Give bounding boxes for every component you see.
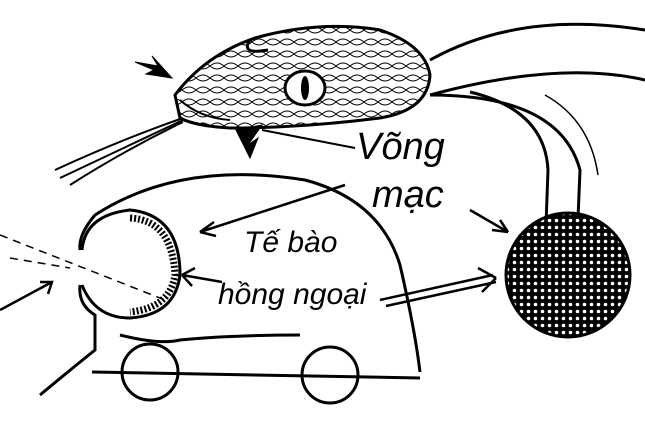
retina-label-line2: mạc — [372, 176, 444, 214]
snake-body — [430, 24, 645, 225]
wheels — [92, 344, 420, 403]
retina-cell-cluster — [506, 213, 630, 337]
infrared-cell-label-line2: hồng ngoại — [218, 280, 366, 310]
snake-tongue — [55, 118, 183, 185]
pointer-arrow-left — [0, 282, 52, 310]
snake-head — [175, 26, 430, 128]
retina-label-line1: Võng — [356, 128, 445, 166]
infrared-cell-label-line1: Tế bào — [244, 228, 337, 258]
